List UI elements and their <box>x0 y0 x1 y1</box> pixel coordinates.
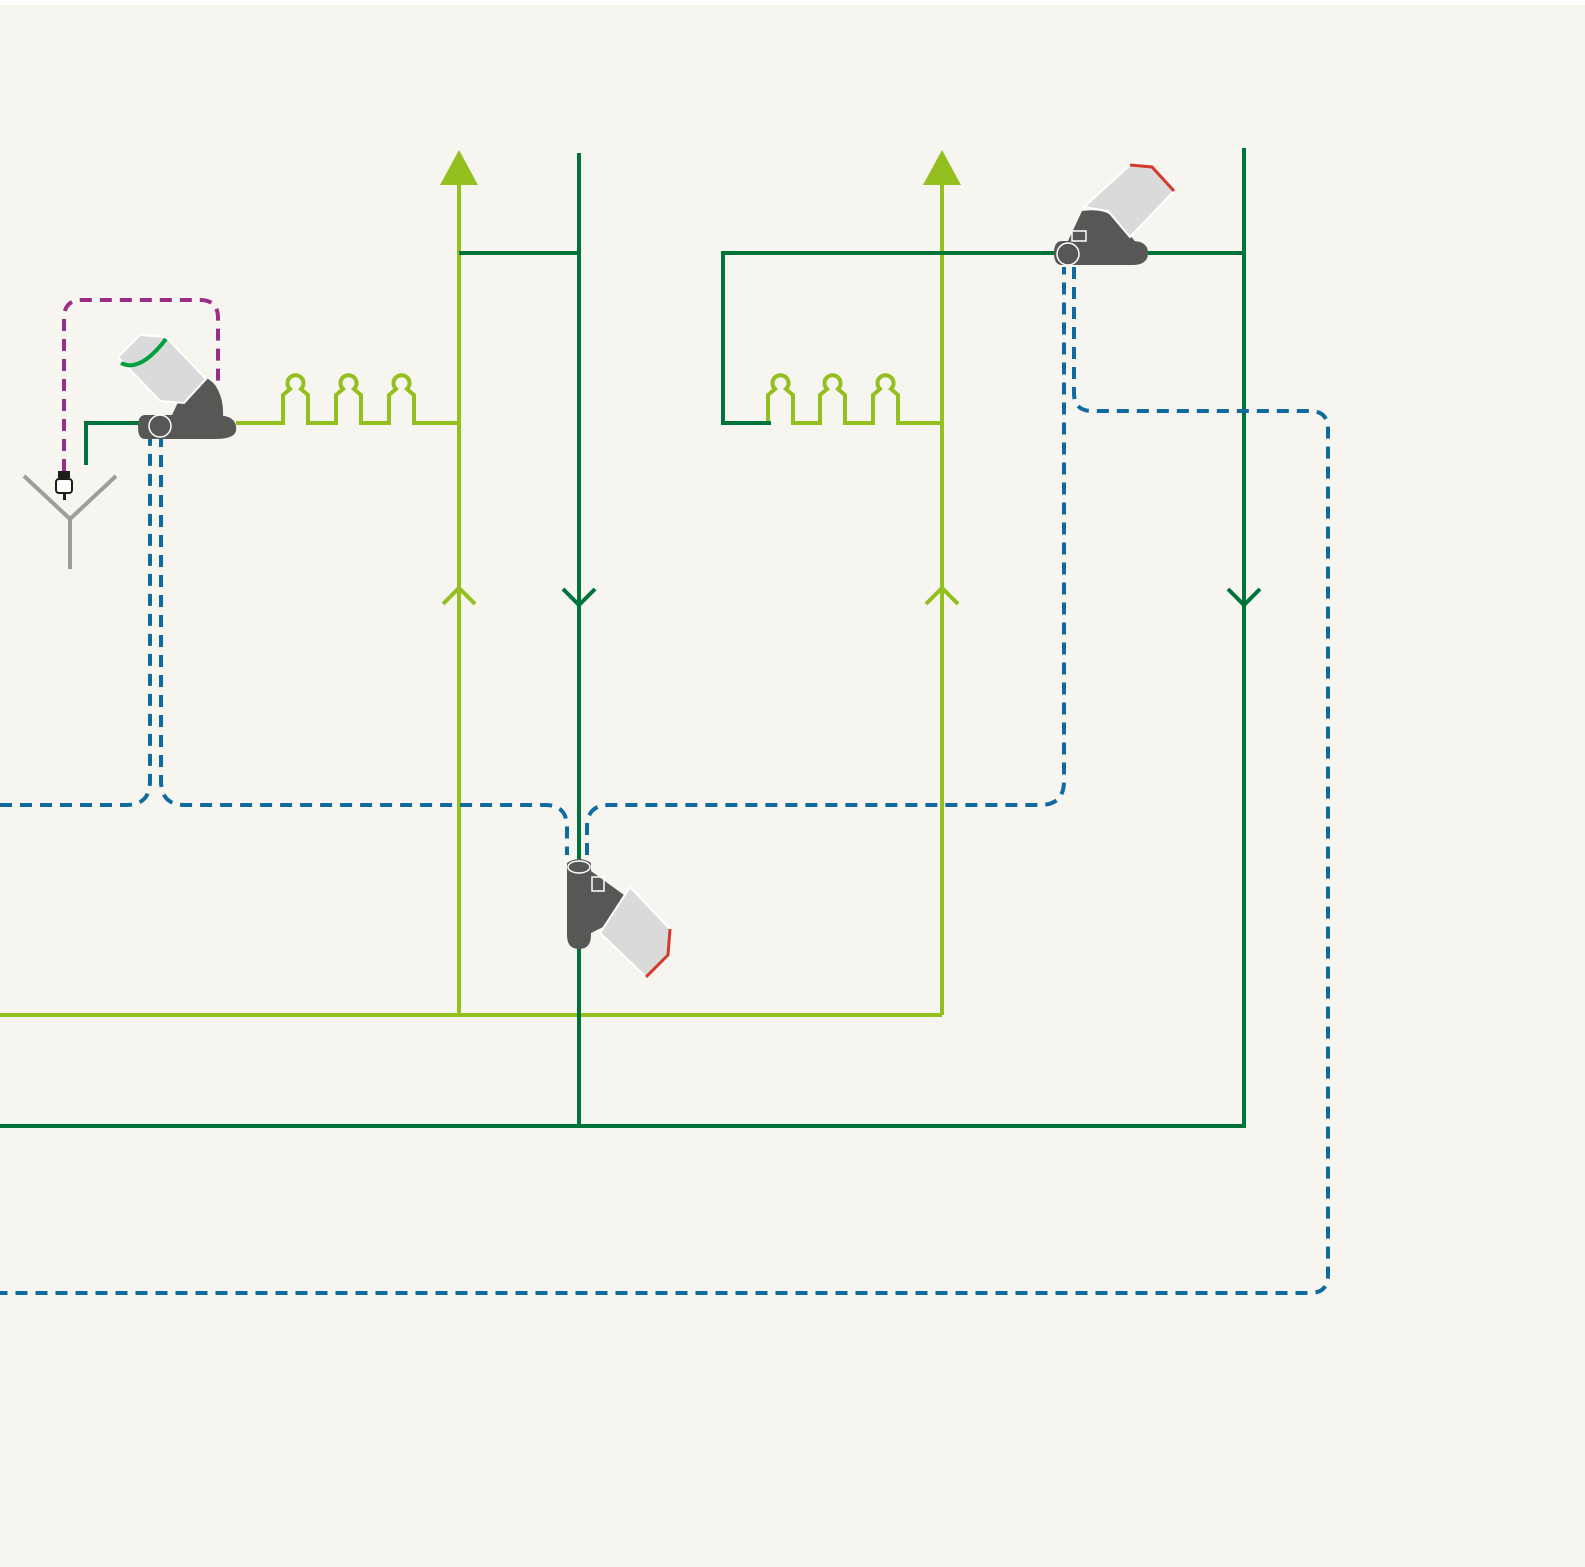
sensor-pin <box>63 494 66 500</box>
signal-wire-right-a <box>585 267 1066 855</box>
antenna-sensor-icon <box>22 471 118 569</box>
signal-wire-left-a <box>0 435 152 807</box>
valve-actuator <box>116 333 208 405</box>
valve-port <box>1056 242 1080 266</box>
antenna-icon <box>22 474 118 569</box>
supply-pipes <box>0 180 960 1017</box>
return-main-horizontal <box>0 148 1246 1128</box>
valve-window <box>591 876 605 892</box>
valve-accent <box>644 928 672 979</box>
valve-accent <box>120 337 168 368</box>
loop-right <box>721 251 1058 425</box>
diagram-svg <box>0 5 1585 1567</box>
control-valve-left-icon <box>116 333 237 439</box>
control-valve-bottom-icon <box>567 859 672 979</box>
signal-wires <box>0 267 1330 1295</box>
flow-arrow-up-left <box>441 585 477 606</box>
valve-port <box>567 860 591 874</box>
supply-outlet-arrow-right <box>923 150 961 185</box>
signal-wire-left-b <box>159 435 569 855</box>
valve-body <box>567 859 591 949</box>
valve-window <box>1071 230 1087 242</box>
valve-accent <box>1129 163 1176 193</box>
coil-right <box>766 373 942 425</box>
diagram-background <box>0 5 1585 1567</box>
sensor-wire <box>62 298 220 471</box>
sensor-cap <box>58 471 70 478</box>
return-pipes <box>0 148 1262 1128</box>
flow-arrow-down-right <box>1226 587 1262 608</box>
signal-wire-right-b <box>0 267 1330 1295</box>
flow-arrow-up-right <box>924 585 960 606</box>
hydraulic-diagram <box>0 5 1585 1567</box>
coil-left <box>236 373 459 425</box>
sensor-body <box>55 478 73 494</box>
sensor-lead <box>84 421 148 465</box>
valve-port <box>148 414 172 438</box>
supply-outlet-arrow-left <box>440 150 478 185</box>
control-valve-top-right-icon <box>1054 163 1176 266</box>
flow-arrow-down-center <box>561 587 597 608</box>
